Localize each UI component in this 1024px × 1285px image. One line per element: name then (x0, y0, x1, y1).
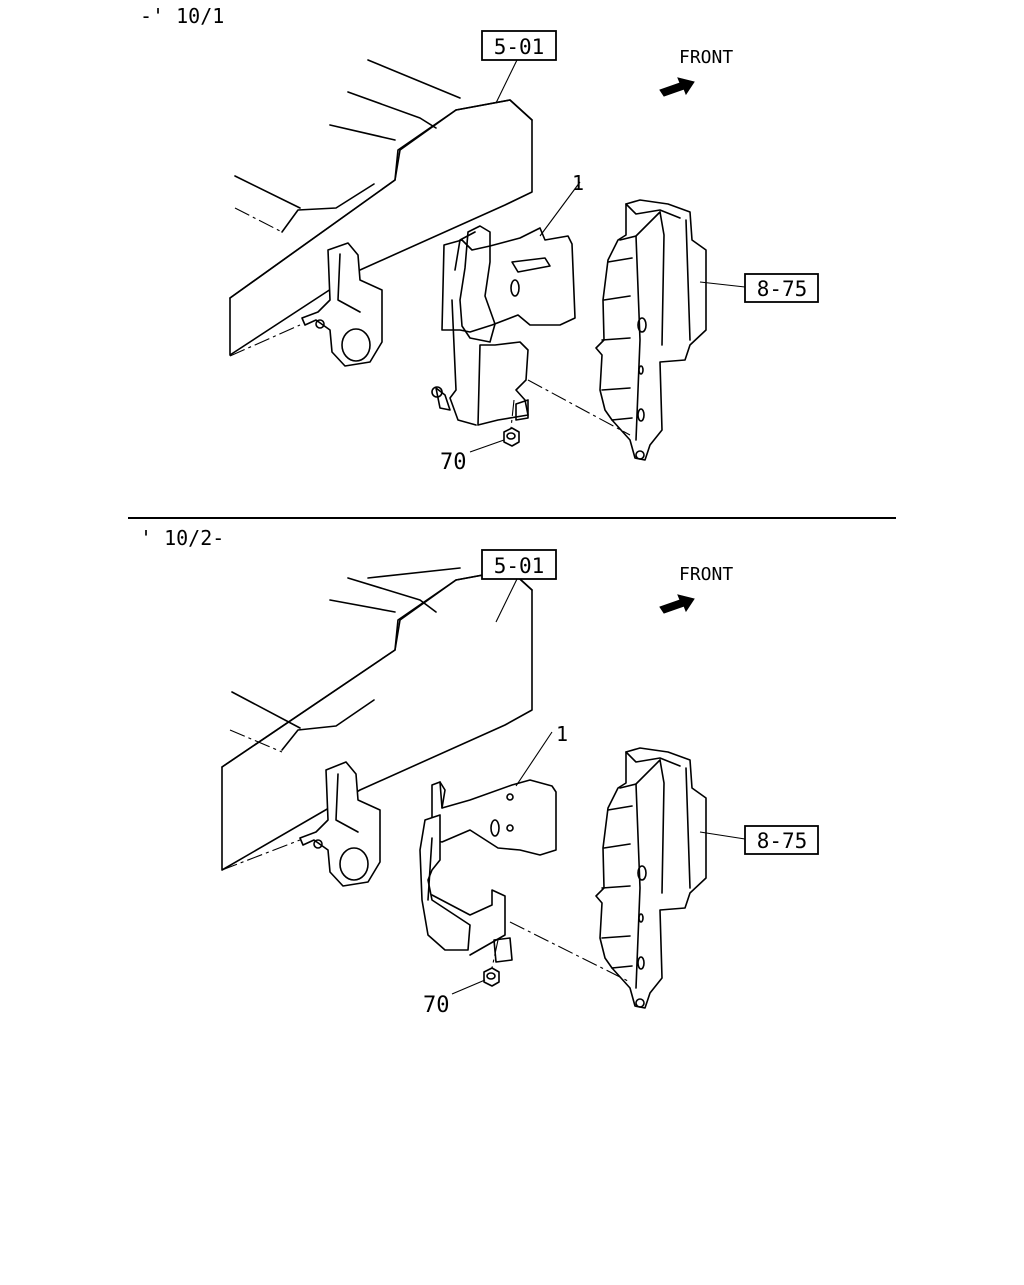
frame-hanger (299, 761, 381, 887)
nut-part-70 (503, 427, 520, 447)
leader-line (515, 731, 553, 787)
ref-ecu-box (744, 825, 819, 855)
range-label: -' 10/1 (140, 4, 224, 28)
ecu-module (595, 199, 707, 461)
front-arrow-icon (659, 77, 695, 97)
nut-part-70 (483, 967, 500, 987)
diagram-section-1: -' 10/1 5-01 FRONT (140, 4, 819, 475)
part-nut-label: 70 (423, 993, 450, 1018)
front-arrow-icon (659, 594, 695, 614)
bracket-part-1 (431, 225, 576, 426)
range-label: ' 10/2- (140, 526, 224, 550)
leader-line (699, 281, 746, 288)
leader-line (451, 979, 486, 995)
front-label: FRONT (679, 47, 733, 68)
frame-rail (229, 59, 533, 357)
ref-ecu-label: 8-75 (757, 277, 808, 301)
ref-frame-box (481, 549, 557, 580)
part-bracket-label: 1 (556, 722, 568, 746)
ref-frame-label: 5-01 (494, 35, 545, 59)
diagram-section-2: ' 10/2- 5-01 FRONT (140, 526, 819, 1018)
part-bracket-label: 1 (572, 171, 584, 195)
leader-line (539, 181, 581, 237)
ref-frame-label: 5-01 (494, 554, 545, 578)
frame-rail (221, 567, 533, 871)
leader-line (699, 831, 746, 840)
front-label: FRONT (679, 564, 733, 585)
frame-hanger (301, 242, 383, 367)
bracket-part-1 (419, 779, 557, 963)
leader-line (469, 439, 505, 453)
ref-ecu-box (744, 273, 819, 303)
leader-line (495, 59, 518, 104)
ref-ecu-label: 8-75 (757, 829, 808, 853)
leader-line (495, 578, 518, 623)
ref-frame-box (481, 30, 557, 61)
part-nut-label: 70 (440, 450, 467, 475)
ecu-module (595, 747, 707, 1009)
